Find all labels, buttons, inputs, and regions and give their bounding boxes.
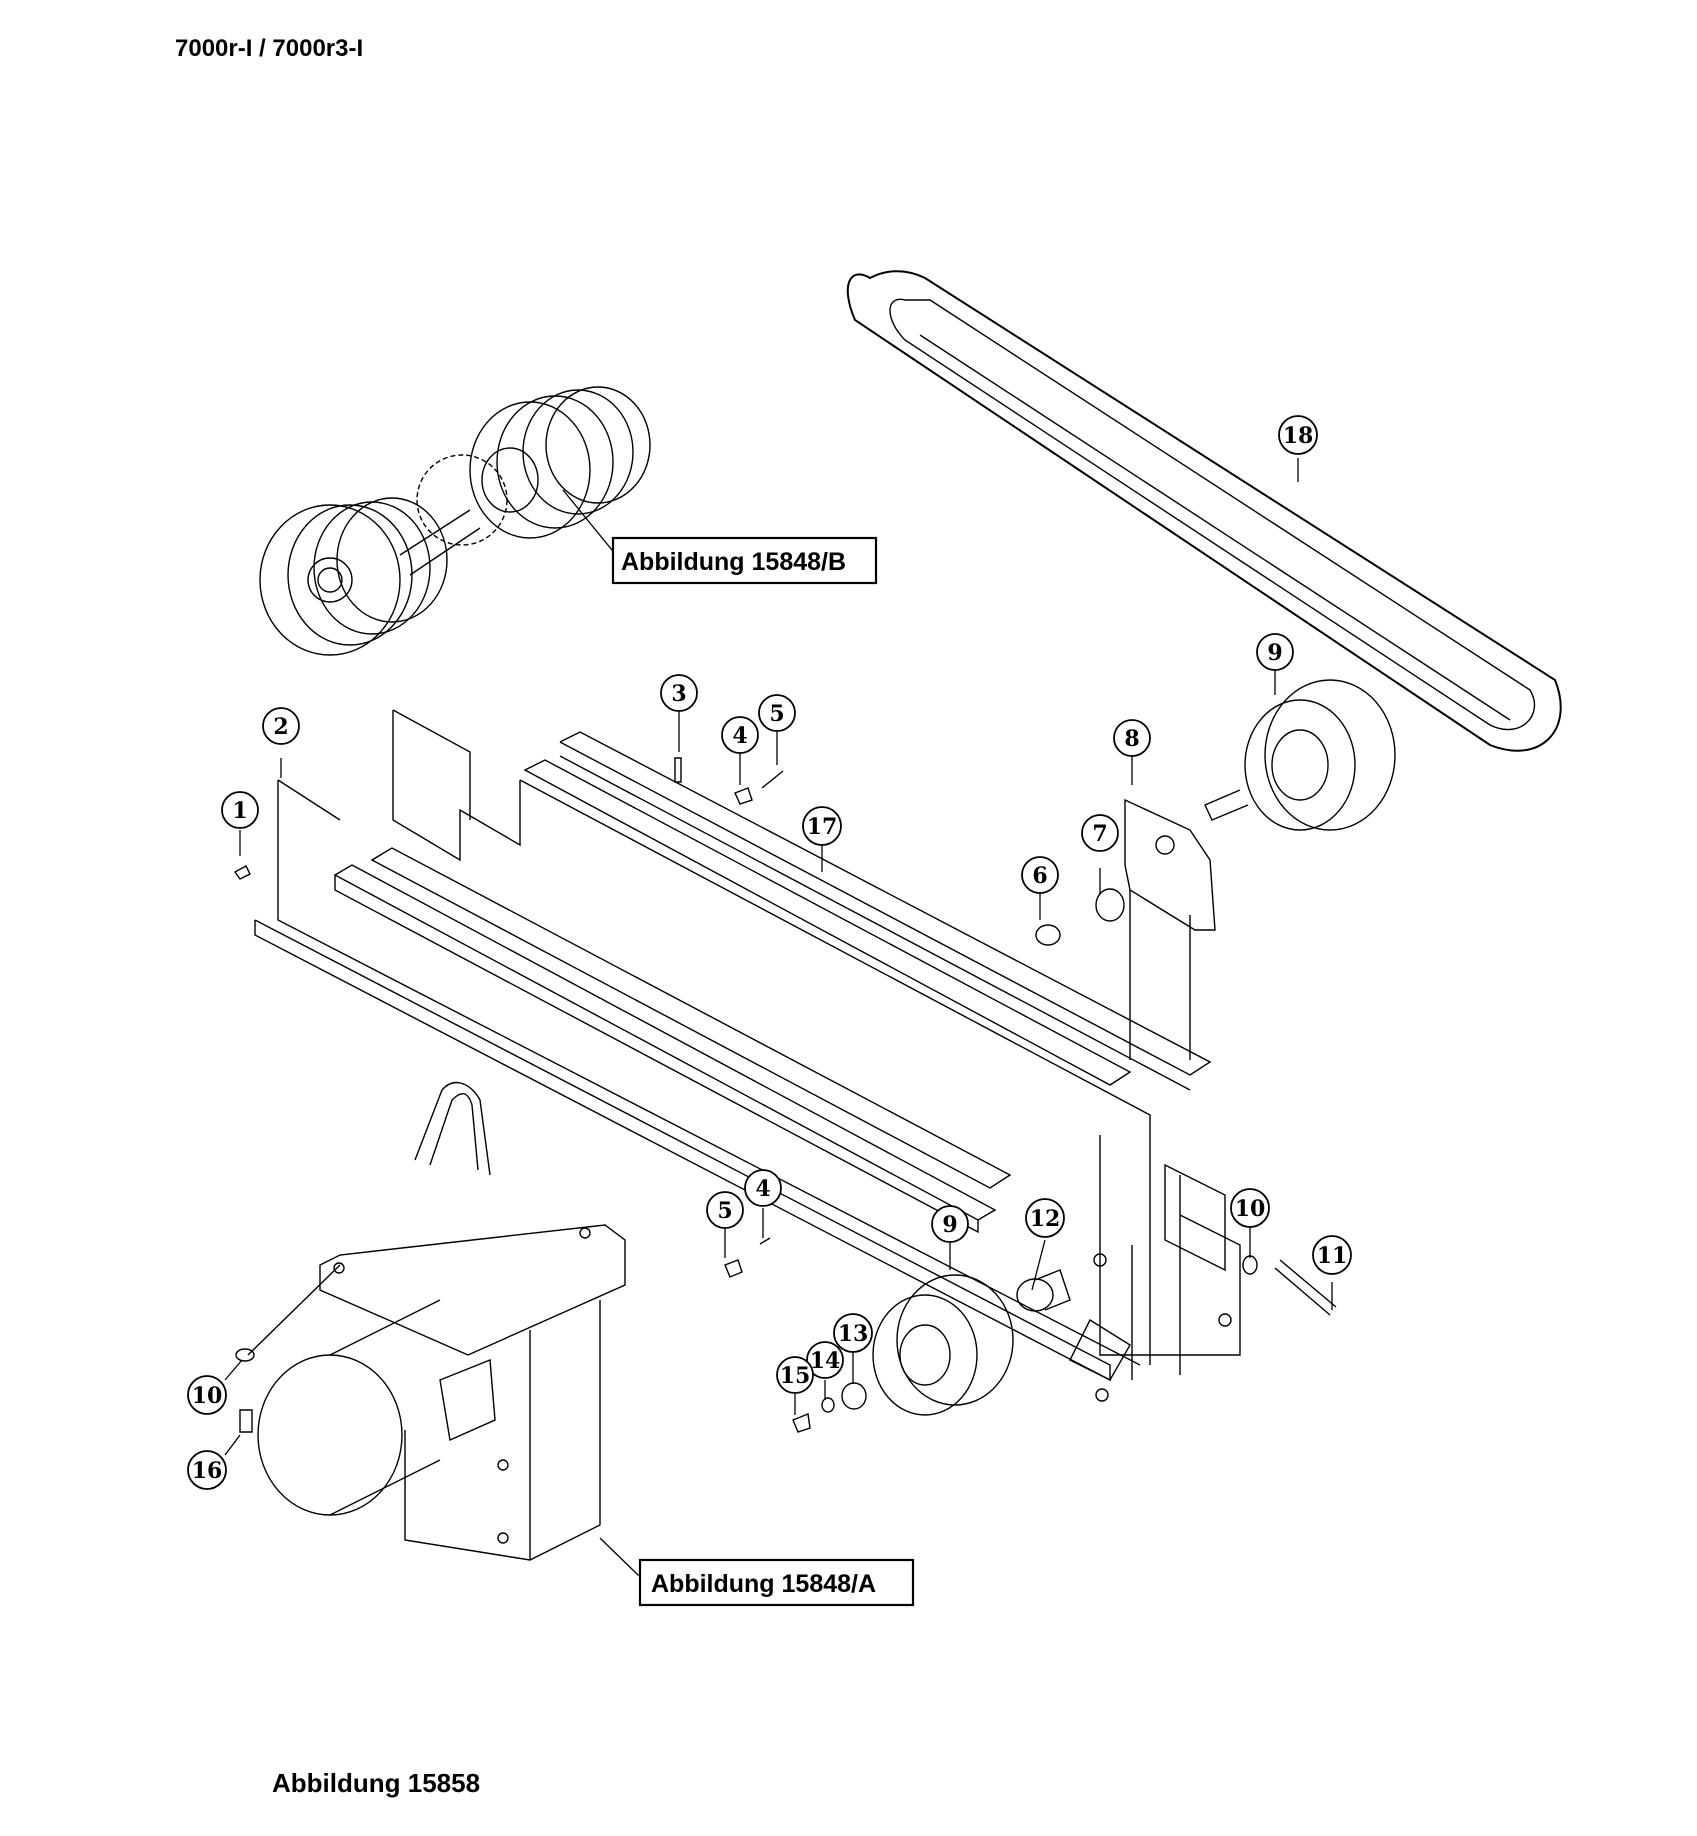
svg-text:Abbildung 15848/B: Abbildung 15848/B [621, 548, 846, 576]
callout-9-lower: 9 [931, 1205, 969, 1243]
callout-13: 13 [833, 1313, 873, 1353]
svg-text:3: 3 [671, 681, 686, 707]
callout-10-left: 10 [187, 1375, 227, 1415]
upper-roller [1204, 679, 1396, 831]
callout-5-top: 5 [758, 694, 796, 732]
callout-5-bottom: 5 [706, 1191, 744, 1229]
figure-caption: Abbildung 15858 [272, 1768, 481, 1798]
svg-text:10: 10 [1235, 1196, 1266, 1222]
svg-text:2: 2 [273, 714, 288, 740]
svg-text:5: 5 [717, 1198, 732, 1224]
svg-text:Abbildung 15848/A: Abbildung 15848/A [651, 1570, 876, 1598]
fasteners [233, 757, 1337, 1433]
svg-text:13: 13 [838, 1321, 869, 1347]
page-header-model: 7000r-I / 7000r3-I [175, 35, 364, 62]
svg-text:8: 8 [1124, 726, 1139, 752]
callout-12: 12 [1025, 1198, 1065, 1238]
svg-text:5: 5 [769, 701, 784, 727]
callout-2: 2 [262, 707, 300, 745]
callout-10-right: 10 [1230, 1188, 1270, 1228]
svg-text:12: 12 [1030, 1206, 1061, 1232]
reference-box-15848-a: Abbildung 15848/A [638, 1558, 915, 1607]
roller-assembly-b [259, 386, 651, 656]
callout-leaders [224, 458, 1333, 1576]
callout-14: 14 [806, 1341, 844, 1379]
callout-1: 1 [221, 791, 259, 829]
lower-roller [872, 1269, 1071, 1416]
callout-4-top: 4 [721, 716, 759, 754]
svg-text:9: 9 [1267, 640, 1282, 666]
svg-text:7: 7 [1092, 821, 1107, 847]
callout-6: 6 [1021, 856, 1059, 894]
svg-text:4: 4 [755, 1176, 770, 1202]
belt-part [846, 270, 1562, 752]
svg-text:10: 10 [192, 1383, 223, 1409]
callout-11: 11 [1312, 1235, 1352, 1275]
svg-text:18: 18 [1283, 423, 1314, 449]
svg-text:11: 11 [1317, 1243, 1348, 1269]
svg-text:17: 17 [807, 814, 838, 840]
callout-16: 16 [187, 1450, 227, 1490]
callout-9-upper: 9 [1256, 633, 1294, 671]
motor-assembly-a [257, 1081, 626, 1561]
callout-7: 7 [1081, 814, 1119, 852]
callout-8: 8 [1113, 719, 1151, 757]
svg-text:16: 16 [192, 1458, 223, 1484]
callout-4-bottom: 4 [744, 1169, 782, 1207]
svg-text:15: 15 [780, 1363, 811, 1389]
reference-box-15848-b: Abbildung 15848/B [611, 536, 878, 585]
tension-bracket [1124, 798, 1216, 1060]
callout-17: 17 [802, 806, 842, 846]
svg-text:9: 9 [942, 1212, 957, 1238]
callout-3: 3 [660, 674, 698, 712]
svg-text:6: 6 [1032, 863, 1047, 889]
svg-text:14: 14 [810, 1348, 841, 1374]
svg-text:4: 4 [732, 723, 747, 749]
callout-18: 18 [1278, 415, 1318, 455]
callout-15: 15 [776, 1356, 814, 1394]
main-frame [254, 709, 1241, 1402]
svg-text:1: 1 [232, 798, 247, 824]
